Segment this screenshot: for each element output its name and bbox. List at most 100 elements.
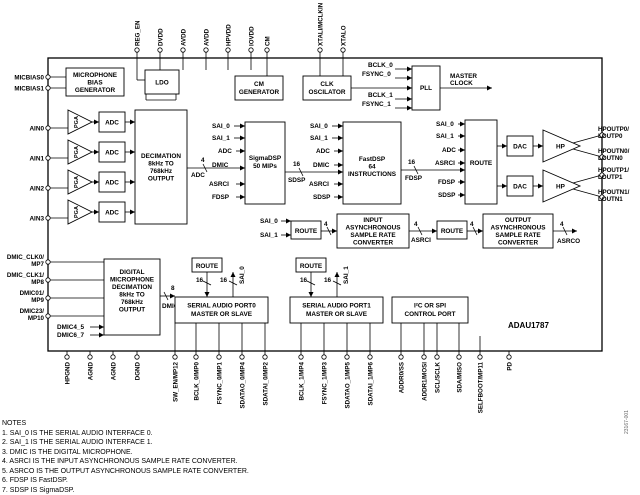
asrco-bus-label: ASRCO — [557, 238, 580, 245]
sig-bclk1-top: BCLK_1 — [368, 92, 393, 99]
pin-dgnd: DGND — [135, 361, 142, 380]
note-4: 4. ASRCI IS THE INPUT ASYNCHRONOUS SAMPL… — [2, 457, 249, 467]
chip-name: ADAU1787 — [508, 321, 549, 330]
i2c-line1: I²C OR SPI — [414, 303, 446, 310]
dmic-dec-line2: MICROPHONE — [110, 277, 155, 284]
pin-hpoutp0-line1: HPOUTP0/ — [598, 126, 629, 133]
clk-osc-line1: CLK — [320, 81, 334, 88]
note-3: 3. DMIC IS THE DIGITAL MICROPHONE. — [2, 448, 249, 458]
pin-xtalo: XTALO — [341, 25, 348, 46]
pin-sw-en: SW_EN/MP12 — [173, 361, 180, 401]
pin-hpoutn1-line2: LOUTN1 — [598, 196, 623, 203]
pin-scl: SCL/SCLK — [435, 361, 442, 392]
pin-ain0: AIN0 — [29, 126, 44, 133]
pin-hpgnd: HPGND — [65, 361, 72, 384]
hp-label-0: HP — [556, 144, 566, 151]
route-in-adc: ADC — [442, 147, 456, 154]
input-asrc-line3: SAMPLE RATE — [350, 232, 396, 239]
pin-dmic-clk0-line2: MP7 — [31, 261, 44, 268]
pin-addr1: ADDR1/MOSI — [422, 362, 429, 401]
sport0-line2: MASTER OR SLAVE — [191, 311, 253, 318]
route-asrc-in-label: ROUTE — [295, 228, 318, 235]
pin-hpoutp1-line1: HPOUTP1/ — [598, 167, 629, 174]
fastdsp-line2: 64 — [368, 164, 376, 171]
input-asrc-line1: INPUT — [363, 217, 382, 224]
top-pins — [135, 48, 345, 58]
dmic-dec-line3: DECIMATION — [112, 284, 152, 291]
pin-fsync1: FSYNC_1/MP3 — [322, 361, 329, 404]
sdsp-input-wires — [234, 126, 245, 197]
route-sport0-label: ROUTE — [196, 263, 219, 270]
pin-bclk1: BCLK_1/MP4 — [299, 361, 306, 400]
input-asrc-line4: CONVERTER — [353, 240, 394, 247]
fdsp-in-dmic: DMIC — [313, 162, 330, 169]
sport0-wires — [203, 272, 237, 297]
fastdsp-line3: INSTRUCTIONS — [348, 171, 397, 178]
top-pin-labels: REG_EN DVDD AVDD AVDD HPVDD IOVDD CM XTA… — [135, 2, 348, 46]
pin-hpoutn1-line1: HPOUTN1/ — [598, 189, 630, 196]
fdsp-in-asrci: ASRCI — [309, 181, 329, 188]
serial-audio-port0 — [175, 297, 268, 323]
sport0-sai-label: SAI_0 — [239, 266, 246, 284]
fdsp-in-sdsp: SDSP — [313, 194, 331, 201]
fdsp-in-adc: ADC — [316, 148, 330, 155]
pin-ain1: AIN1 — [29, 156, 44, 163]
note-6: 6. FDSP IS FastDSP. — [2, 476, 249, 486]
asrc-in-sai0: SAI_0 — [260, 218, 278, 225]
pin-dvdd: DVDD — [158, 28, 165, 46]
route-in-sdsp: SDSP — [438, 192, 456, 199]
pin-dmic01-line1: DMIC01/ — [20, 290, 45, 297]
adc-bus-width: 4 — [201, 157, 205, 164]
mic-bias-line3: GENERATOR — [75, 87, 116, 94]
dmic-dec-line5: 768kHz — [121, 299, 143, 306]
mic-bias-line1: MICROPHONE — [73, 72, 118, 79]
fdsp-bus-label: FDSP — [405, 175, 423, 182]
fastdsp-line1: FastDSP — [359, 156, 386, 163]
dac-label-1: DAC — [513, 184, 527, 191]
adc-label-2: ADC — [105, 180, 119, 187]
sdsp-in-sai1: SAI_1 — [212, 135, 230, 142]
sdsp-in-asrci: ASRCI — [209, 181, 229, 188]
micbias-pins — [46, 75, 66, 90]
pga-adc-wires — [92, 122, 135, 212]
pin-hpoutn0-line1: HPOUTN0/ — [598, 148, 630, 155]
sport1-route-width: 16 — [300, 277, 308, 284]
route-input-wires — [458, 124, 465, 195]
serial-audio-port1 — [290, 297, 383, 323]
master-clock-line2: CLOCK — [450, 80, 473, 87]
route-asrc-out-label: ROUTE — [441, 228, 464, 235]
pin-hpoutp1-line2: LOUTP1 — [598, 174, 623, 181]
route-sport1-label: ROUTE — [300, 263, 323, 270]
pga-1 — [68, 140, 92, 164]
bottom-pin-labels: HPGND AGND AGND DGND SW_EN/MP12 BCLK_0/M… — [65, 361, 514, 413]
notes-title: NOTES — [2, 419, 249, 429]
adc-label-3: ADC — [105, 210, 119, 217]
note-2: 2. SAI_1 IS THE SERIAL AUDIO INTERFACE 1… — [2, 438, 249, 448]
fdsp-bus — [401, 166, 465, 174]
pin-selfboot: SELFBOOT/MP11 — [478, 361, 485, 413]
pin-avdd-2: AVDD — [204, 28, 211, 46]
fdsp-bus-width: 16 — [408, 159, 416, 166]
pin-reg-en: REG_EN — [135, 20, 142, 46]
sdsp-in-fdsp: FDSP — [212, 194, 230, 201]
fdsp-input-wires — [332, 126, 343, 197]
sport0-line1: SERIAL AUDIO PORT0 — [187, 303, 256, 310]
pin-agnd-1: AGND — [88, 361, 95, 380]
dmic45-label: DMIC4_5 — [57, 324, 84, 331]
fdsp-in-sai1: SAI_1 — [310, 135, 328, 142]
sport1-line1: SERIAL AUDIO PORT1 — [302, 303, 371, 310]
pin-agnd-2: AGND — [111, 361, 118, 380]
dmic-pins — [46, 260, 104, 318]
pin-hpoutp0-line2: LOUTP0 — [598, 133, 623, 140]
sport1-sai-label: SAI_1 — [343, 266, 350, 284]
sdsp-bus — [285, 168, 343, 176]
route-in-fdsp: FDSP — [438, 179, 456, 186]
sdsp-bus-label: SDSP — [288, 177, 306, 184]
pin-micbias0: MICBIAS0 — [14, 75, 44, 82]
decimation-line1: DECIMATION — [141, 153, 181, 160]
pin-hpvdd: HPVDD — [226, 24, 233, 46]
clk-oscillator — [303, 76, 351, 100]
pin-sdatai1: SDATAI_1/MP6 — [368, 361, 375, 405]
route-in-sai0: SAI_0 — [436, 121, 454, 128]
